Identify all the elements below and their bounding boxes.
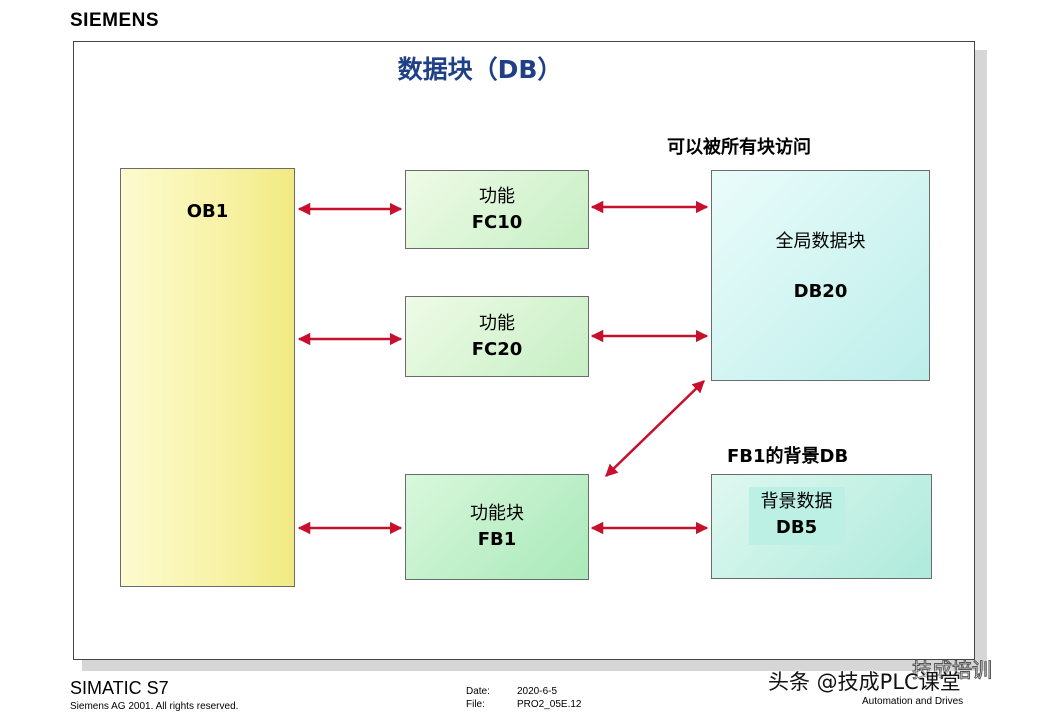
footer-division: Automation and Drives xyxy=(862,696,964,707)
block-db5-label: 背景数据 xyxy=(760,491,833,512)
block-ob1: OB1 xyxy=(120,168,295,587)
siemens-logo: SIEMENS xyxy=(70,10,160,31)
block-fc20-name: FC20 xyxy=(471,338,523,360)
block-db20-name: DB20 xyxy=(793,281,848,302)
footer-copyright: Siemens AG 2001. All rights reserved. xyxy=(70,701,239,712)
block-fc20-label: 功能 xyxy=(479,312,515,334)
block-fb1-label: 功能块 xyxy=(470,503,524,524)
note-global-access: 可以被所有块访问 xyxy=(667,137,811,158)
block-db20-label: 全局数据块 xyxy=(775,231,866,252)
arrow-fb1-db20 xyxy=(605,380,705,477)
watermark-logo: 技成培训 xyxy=(912,658,993,683)
block-db5-name: DB5 xyxy=(775,517,818,538)
block-fc10-name: FC10 xyxy=(471,211,523,233)
note-instance-db: FB1的背景DB xyxy=(727,446,849,467)
block-fc10-label: 功能 xyxy=(479,185,515,207)
block-db5: 背景数据 DB5 xyxy=(711,474,932,579)
block-fc10: 功能 FC10 xyxy=(405,170,589,249)
footer-product: SIMATIC S7 xyxy=(70,678,169,698)
footer-date-label: Date: xyxy=(466,686,490,697)
footer-file-label: File: xyxy=(466,699,485,710)
footer-date-value: 2020-6-5 xyxy=(517,686,558,697)
block-db5-content: 背景数据 DB5 xyxy=(748,487,845,545)
block-fb1: 功能块 FB1 xyxy=(405,474,589,580)
block-db20: 全局数据块 DB20 xyxy=(711,170,930,381)
block-fb1-name: FB1 xyxy=(477,529,517,550)
footer-file-value: PRO2_05E.12 xyxy=(517,699,582,710)
watermark-text: 头条 @技成PLC课堂 xyxy=(768,670,961,694)
block-ob1-name: OB1 xyxy=(186,201,229,222)
slide-title: 数据块（DB） xyxy=(397,55,563,84)
block-fc20: 功能 FC20 xyxy=(405,296,589,377)
